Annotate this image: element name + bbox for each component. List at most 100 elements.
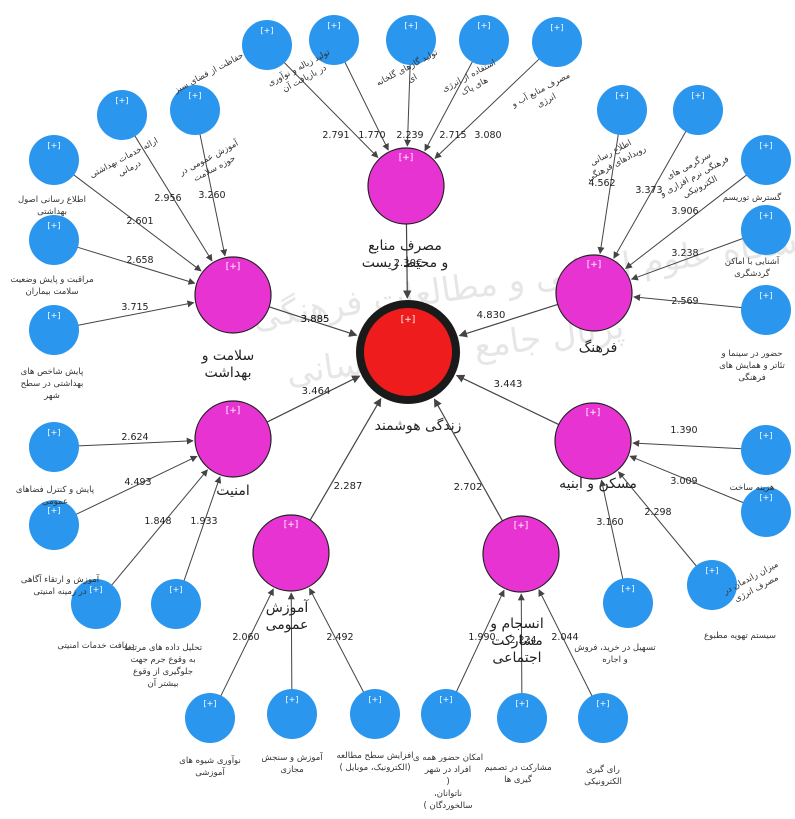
construct-label-education: آموزش xyxy=(266,599,310,616)
indicator-edge xyxy=(183,476,222,582)
structural-edge xyxy=(266,375,361,423)
indicator-label: آموزشی xyxy=(195,766,225,778)
indicator-loading: 2.492 xyxy=(326,632,353,643)
indicator-node xyxy=(497,693,547,743)
construct-badge: [+] xyxy=(587,260,602,270)
indicator-loading: 3.260 xyxy=(198,190,225,201)
indicator-label: مراقبت و پایش وضعیت xyxy=(10,275,93,285)
indicator-label: مشارکت در تصمیم xyxy=(484,763,551,773)
indicator-node xyxy=(532,17,582,67)
indicator-node xyxy=(459,15,509,65)
indicator-label: آشنایی با اماکن xyxy=(725,255,780,267)
indicator-badge: [+] xyxy=(48,141,61,150)
construct-label-health: بهداشت xyxy=(204,365,251,381)
indicator-badge: [+] xyxy=(760,431,773,440)
structural-edge xyxy=(403,223,412,299)
indicator-node xyxy=(29,305,79,355)
indicator-label: آموزش و سنجش xyxy=(261,751,323,763)
central-node xyxy=(356,300,460,404)
indicator-edge xyxy=(629,455,744,504)
construct-badge: [+] xyxy=(586,408,601,418)
indicator-edge xyxy=(632,439,743,450)
structural-edge xyxy=(455,374,560,426)
indicator-label: تسهیل در خرید، فروش xyxy=(574,643,656,653)
indicator-badge: [+] xyxy=(48,311,61,320)
indicator-node xyxy=(741,425,791,475)
indicator-node xyxy=(421,689,471,739)
indicator-label: حضور در سینما و xyxy=(721,349,783,359)
indicator-badge: [+] xyxy=(760,291,773,300)
indicator-label-group: هزینه ساخت xyxy=(730,483,775,493)
indicator-loading: 1.848 xyxy=(144,516,171,527)
indicator-label-group: گسترش توریسم xyxy=(723,192,782,203)
edges-layer xyxy=(72,58,748,697)
indicator-label: بیشتر آن xyxy=(147,677,178,689)
indicator-edge xyxy=(597,133,619,255)
indicator-label: افراد در شهر xyxy=(424,765,471,775)
indicator-edge xyxy=(630,237,744,281)
indicator-edge xyxy=(220,588,274,697)
indicator-loading: 2.044 xyxy=(551,632,578,643)
indicator-badge: [+] xyxy=(440,695,453,704)
indicator-badge: [+] xyxy=(760,141,773,150)
indicator-loading: 3.715 xyxy=(121,302,148,313)
indicator-loading: 2.569 xyxy=(671,296,698,307)
indicator-loading: 2.791 xyxy=(322,130,349,141)
indicator-edge xyxy=(455,589,505,693)
indicator-badge: [+] xyxy=(328,21,341,30)
indicator-node xyxy=(185,693,235,743)
construct-badge: [+] xyxy=(284,520,299,530)
indicator-edge xyxy=(110,469,208,586)
path-coefficient-resource: 2.30€ xyxy=(394,258,423,269)
indicator-badge: [+] xyxy=(48,428,61,437)
indicator-edge xyxy=(77,437,194,447)
indicator-badge: [+] xyxy=(90,585,103,594)
construct-node-education xyxy=(252,514,330,592)
construct-badge: [+] xyxy=(514,521,529,531)
indicator-label: پایش و کنترل فضاهای xyxy=(16,485,95,495)
indicator-edge xyxy=(633,294,743,309)
indicator-loading: 2.624 xyxy=(121,432,148,443)
indicator-label: افزایش سطح مطالعه xyxy=(336,751,413,761)
indicator-loading: 2.601 xyxy=(126,216,153,227)
indicator-label: ای xyxy=(406,72,419,85)
indicator-badge: [+] xyxy=(405,21,418,30)
indicator-badge: [+] xyxy=(116,96,129,105)
indicator-edge xyxy=(538,589,593,697)
indicator-node xyxy=(687,560,737,610)
indicator-badge: [+] xyxy=(516,699,529,708)
indicator-node xyxy=(242,20,292,70)
indicator-badge: [+] xyxy=(48,221,61,230)
path-coefficient-culture: 4.830 xyxy=(477,310,506,321)
indicator-label: جلوگیری از وقوع xyxy=(133,666,193,677)
path-coefficient-housing: 3.443 xyxy=(494,379,523,390)
structural-edge xyxy=(309,397,382,521)
indicator-loading: 2.715 xyxy=(439,130,466,141)
indicator-loading: 2.956 xyxy=(154,193,181,204)
indicator-label: شهر xyxy=(43,391,60,401)
indicator-label-group: افزایش سطح مطالعه(الکترونیک، موبایل ) xyxy=(336,751,413,773)
indicator-edge xyxy=(309,587,365,693)
path-coefficient-health: 3.885 xyxy=(301,314,330,325)
indicator-loading: 4.562 xyxy=(588,178,615,189)
indicator-label: به وقوع جرم جهت xyxy=(130,655,195,665)
indicator-loading: 1.990 xyxy=(468,632,495,643)
indicator-badge: [+] xyxy=(760,493,773,502)
indicator-edge xyxy=(618,471,698,567)
indicator-node xyxy=(578,693,628,743)
indicator-node xyxy=(741,205,791,255)
indicator-label: امکان حضور همه ی xyxy=(413,753,483,763)
indicator-node xyxy=(603,578,653,628)
